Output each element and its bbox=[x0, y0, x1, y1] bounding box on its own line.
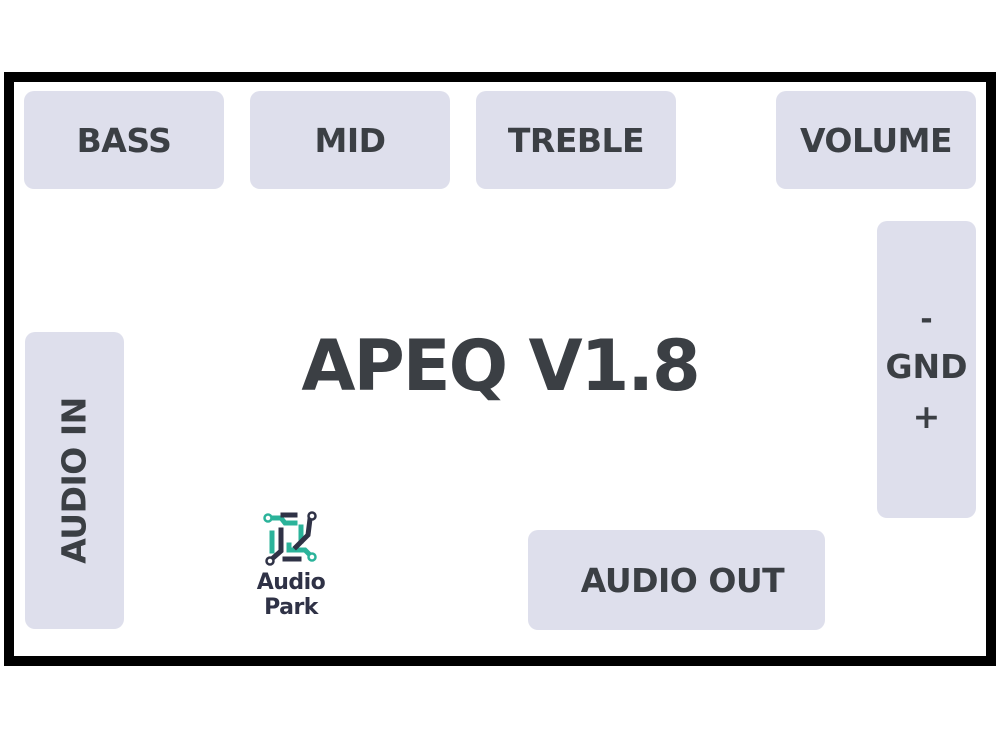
logo-line-1: Audio bbox=[256, 570, 326, 595]
power-connector-block: - GND + bbox=[877, 221, 976, 518]
treble-label: TREBLE bbox=[507, 120, 645, 160]
circuit-logo-icon bbox=[263, 511, 317, 566]
board-title: APEQ V1.8 bbox=[301, 325, 700, 407]
bass-label: BASS bbox=[76, 120, 172, 160]
volume-control-block: VOLUME bbox=[776, 91, 976, 189]
volume-label: VOLUME bbox=[799, 120, 953, 160]
mid-label: MID bbox=[314, 120, 386, 160]
minus-pin-label: - bbox=[920, 301, 933, 337]
bass-control-block: BASS bbox=[24, 91, 224, 189]
audio-in-block: AUDIO IN bbox=[25, 332, 124, 629]
audio-in-label: AUDIO IN bbox=[55, 397, 94, 564]
plus-pin-label: + bbox=[912, 396, 941, 436]
audio-out-label: AUDIO OUT bbox=[580, 560, 785, 600]
audio-out-block: AUDIO OUT bbox=[528, 530, 825, 630]
gnd-pin-label: GND bbox=[885, 346, 968, 386]
treble-control-block: TREBLE bbox=[476, 91, 676, 189]
audio-park-logo: Audio Park bbox=[248, 508, 338, 628]
mid-control-block: MID bbox=[250, 91, 450, 189]
logo-wordmark: Audio Park bbox=[248, 570, 334, 620]
logo-line-2: Park bbox=[264, 595, 318, 620]
